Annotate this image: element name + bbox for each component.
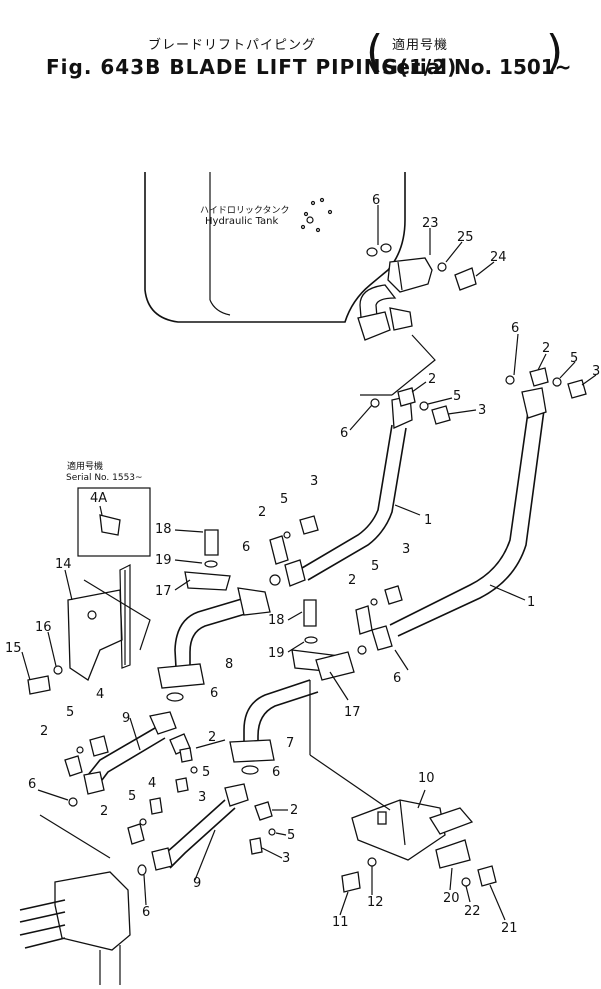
callout-7: 7 <box>286 736 294 751</box>
callout-17: 17 <box>344 705 361 720</box>
callout-18: 18 <box>155 522 172 537</box>
callout-17: 17 <box>155 584 172 599</box>
callout-3: 3 <box>310 474 318 489</box>
callout-1: 1 <box>424 513 432 528</box>
callout-4: 4 <box>148 776 156 791</box>
tank-label: Hydraulic Tank <box>205 216 279 227</box>
callout-2: 2 <box>258 505 266 520</box>
pipe-1-left <box>301 395 413 581</box>
callout-3: 3 <box>478 403 486 418</box>
leader-lines-lower <box>21 529 506 921</box>
callout-2: 2 <box>100 804 108 819</box>
callout-5: 5 <box>280 492 288 507</box>
callout-4: 4 <box>96 687 104 702</box>
flange-fittings-upper <box>370 367 587 425</box>
open-bracket: ( <box>366 26 384 77</box>
figure-title: Fig. 643B BLADE LIFT PIPING(1/2) <box>46 55 458 79</box>
inset-label-japanese: 適用号機 <box>67 460 103 472</box>
pipe-7 <box>229 599 355 775</box>
callout-5: 5 <box>371 559 379 574</box>
inset-serial: Serial No. 1553~ <box>66 473 143 483</box>
callout-5: 5 <box>570 351 578 366</box>
callout-6: 6 <box>511 321 519 336</box>
callout-12: 12 <box>367 895 384 910</box>
callout-labels: 6 23 25 24 6 2 5 3 2 5 3 6 1 1 3 5 2 6 3… <box>5 193 600 936</box>
callout-5: 5 <box>287 828 295 843</box>
callout-3: 3 <box>282 851 290 866</box>
valve-bolts <box>341 857 497 893</box>
callout-14: 14 <box>55 557 72 572</box>
flange-mounts-middle <box>269 515 403 655</box>
callout-6: 6 <box>210 686 218 701</box>
callout-16: 16 <box>35 620 52 635</box>
callout-6: 6 <box>340 426 348 441</box>
callout-5: 5 <box>453 389 461 404</box>
callout-2: 2 <box>208 730 216 745</box>
bolts-small <box>27 665 276 855</box>
callout-2: 2 <box>290 803 298 818</box>
callout-23: 23 <box>422 216 439 231</box>
hydraulic-tank: ハイドロリックタンク Hydraulic Tank <box>144 172 406 323</box>
callout-19: 19 <box>268 646 285 661</box>
callout-5: 5 <box>66 705 74 720</box>
callout-6: 6 <box>272 765 280 780</box>
hose-9-lower <box>127 783 273 876</box>
pipe-8 <box>157 529 271 702</box>
callout-15: 15 <box>5 641 22 656</box>
callout-6: 6 <box>28 777 36 792</box>
close-bracket: ) <box>546 26 564 77</box>
elbow-23 <box>357 257 433 341</box>
pipe-1-right <box>389 387 547 637</box>
callout-6: 6 <box>372 193 380 208</box>
callout-8: 8 <box>225 657 233 672</box>
callout-2: 2 <box>428 372 436 387</box>
callout-5: 5 <box>128 789 136 804</box>
callout-25: 25 <box>457 230 474 245</box>
callout-9: 9 <box>122 711 130 726</box>
callout-22: 22 <box>464 904 481 919</box>
callout-2: 2 <box>40 724 48 739</box>
control-valve <box>19 814 131 985</box>
inset-box: 適用号機 Serial No. 1553~ 4A <box>66 460 151 557</box>
callout-11: 11 <box>332 915 349 930</box>
serial-label-japanese: 適用号機 <box>392 38 449 53</box>
serial-number-range: Serial No. 1501~ <box>382 55 572 79</box>
o-rings-tank <box>366 243 477 291</box>
callout-5: 5 <box>202 765 210 780</box>
bracket-14 <box>67 564 151 681</box>
callout-6: 6 <box>142 905 150 920</box>
callout-6: 6 <box>242 540 250 555</box>
figure-title-japanese: ブレードリフトパイピング <box>148 38 317 53</box>
callout-6: 6 <box>393 671 401 686</box>
callout-21: 21 <box>501 921 518 936</box>
callout-2: 2 <box>348 573 356 588</box>
inset-part-number: 4A <box>90 491 107 506</box>
leader-lines <box>349 205 597 601</box>
valve-block-10 <box>309 680 474 869</box>
callout-19: 19 <box>155 553 172 568</box>
callout-10: 10 <box>418 771 435 786</box>
callout-1: 1 <box>527 595 535 610</box>
callout-24: 24 <box>490 250 507 265</box>
tank-label-japanese: ハイドロリックタンク <box>200 205 289 216</box>
tank-port-bolts <box>300 197 333 233</box>
callout-3: 3 <box>592 364 600 379</box>
callout-3: 3 <box>402 542 410 557</box>
callout-2: 2 <box>542 341 550 356</box>
callout-9: 9 <box>193 876 201 891</box>
callout-3: 3 <box>198 790 206 805</box>
callout-20: 20 <box>443 891 460 906</box>
callout-18: 18 <box>268 613 285 628</box>
